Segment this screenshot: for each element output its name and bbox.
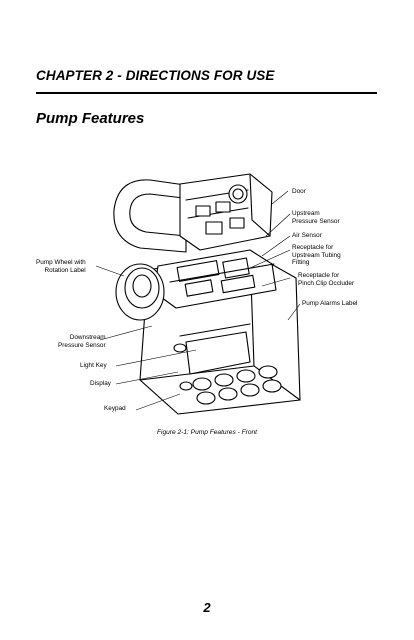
section-title: Pump Features (36, 110, 145, 127)
label-light-key: Light Key (80, 362, 107, 369)
figure-caption: Figure 2-1: Pump Features - Front (156, 429, 258, 436)
page-number: 2 (203, 600, 211, 615)
pump-illustration (95, 173, 301, 415)
chapter-title: CHAPTER 2 - DIRECTIONS FOR USE (36, 68, 275, 83)
display-panel (185, 331, 251, 375)
label-air-sensor: Air Sensor (292, 232, 322, 239)
label-keypad: Keypad (104, 405, 126, 412)
chapter-rule (36, 92, 377, 94)
label-display: Display (90, 380, 111, 387)
label-door: Door (292, 188, 306, 195)
label-pump-alarms: Pump Alarms Label (302, 300, 358, 307)
